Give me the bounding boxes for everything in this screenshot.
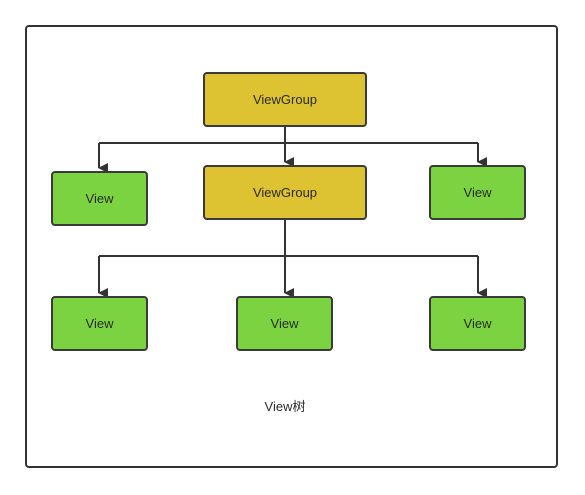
node-label: View [270,316,299,331]
node-label: ViewGroup [252,92,318,107]
diagram-frame [25,25,558,468]
node-label: View [85,191,114,206]
node-child-viewgroup: ViewGroup [203,165,367,220]
node-view-right: View [429,165,526,220]
node-view-bottom-center: View [236,296,333,351]
node-view-left: View [51,171,148,226]
node-root-viewgroup: ViewGroup [203,72,367,127]
node-view-bottom-right: View [429,296,526,351]
node-label: View [463,185,492,200]
node-view-bottom-left: View [51,296,148,351]
node-label: View [85,316,114,331]
node-label: View [463,316,492,331]
diagram-caption: View树 [264,399,306,414]
node-label: ViewGroup [252,185,318,200]
